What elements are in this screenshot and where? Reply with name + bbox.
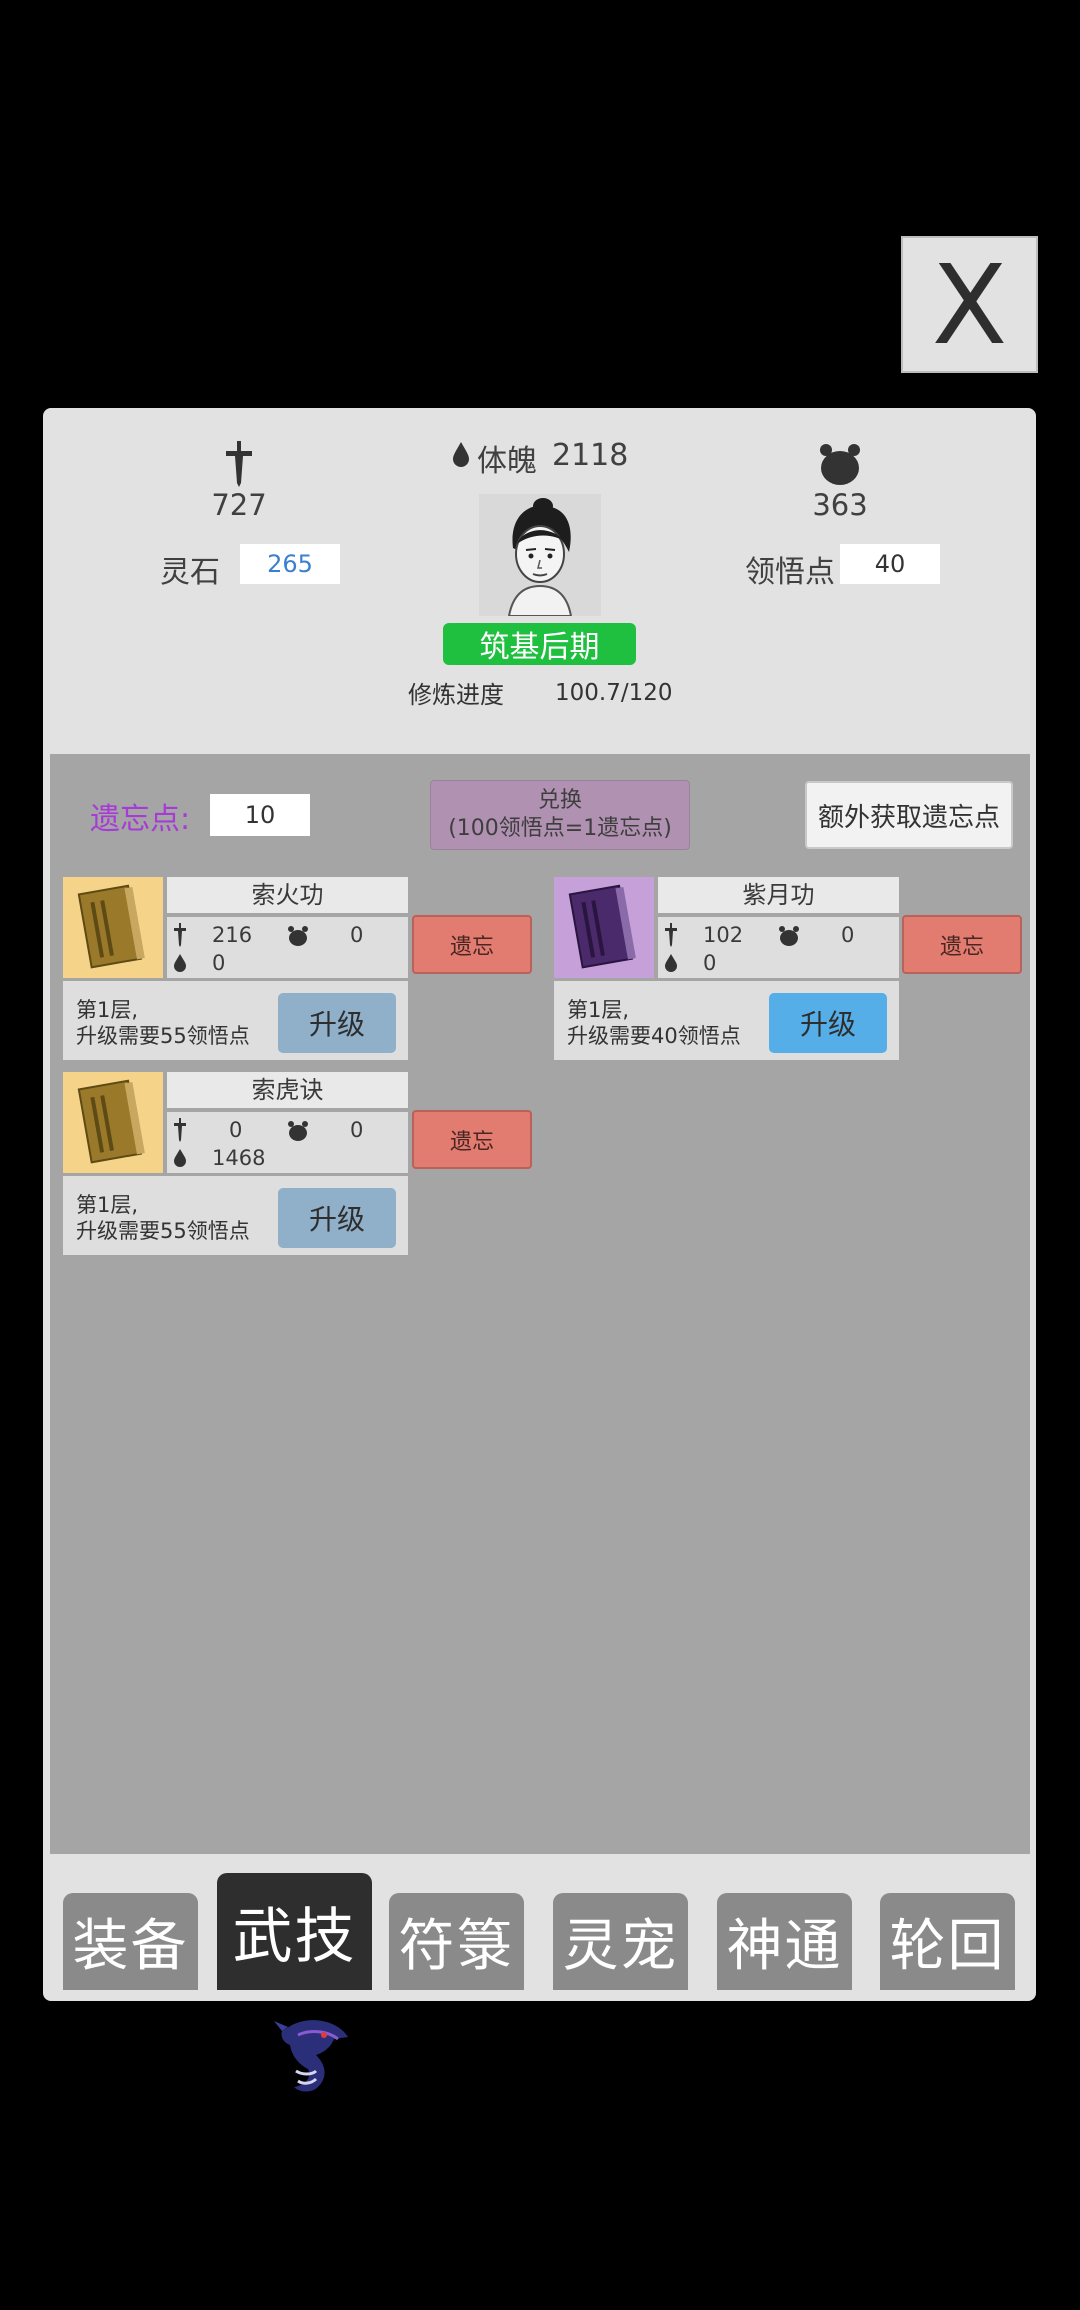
attack-value: 727	[211, 488, 267, 522]
insight-label: 领悟点	[745, 555, 835, 590]
upgrade-button[interactable]: 升级	[769, 993, 887, 1053]
skill-defense: 0	[841, 923, 855, 947]
skill-attack: 0	[229, 1118, 243, 1142]
close-button[interactable]: X	[901, 236, 1038, 373]
forget-points-value: 10	[210, 794, 310, 836]
skill-layer: 第1层,	[76, 1193, 139, 1217]
skill-name: 索虎诀	[167, 1072, 408, 1108]
forget-button[interactable]: 遗忘	[902, 915, 1022, 974]
skill-stats: 216 0 0	[167, 917, 408, 978]
skill-upgrade-row: 第1层, 升级需要40领悟点 升级	[554, 981, 899, 1060]
forget-points-label: 遗忘点:	[90, 802, 191, 837]
close-label: X	[931, 240, 1008, 369]
sword-icon	[174, 923, 186, 947]
skill-body: 0	[703, 951, 717, 975]
skill-body: 0	[212, 951, 226, 975]
forget-label: 遗忘	[449, 1129, 494, 1155]
insight-value: 40	[840, 544, 940, 584]
tab-equipment[interactable]: 装备	[63, 1893, 198, 1990]
tab-label: 灵宠	[562, 1914, 679, 1979]
skill-defense: 0	[350, 1118, 364, 1142]
turtle-shell-icon	[288, 926, 308, 946]
skill-stats: 0 0 1468	[167, 1112, 408, 1173]
defense-value: 363	[812, 488, 868, 522]
skill-name: 紫月功	[658, 877, 899, 913]
tab-divine-powers[interactable]: 神通	[717, 1893, 852, 1990]
extra-forget-points-label: 额外获取遗忘点	[817, 802, 1000, 833]
skill-attack: 102	[703, 923, 744, 947]
body-label: 体魄	[477, 444, 537, 479]
skill-defense: 0	[350, 923, 364, 947]
body-value: 2118	[552, 438, 629, 473]
skill-upgrade-cost: 升级需要55领悟点	[76, 1219, 250, 1243]
realm-badge: 筑基后期	[443, 623, 636, 665]
tab-label: 装备	[72, 1914, 189, 1979]
tab-label: 符箓	[398, 1914, 515, 1979]
forget-button[interactable]: 遗忘	[412, 1110, 532, 1169]
cultivation-label: 修炼进度	[408, 681, 504, 709]
skill-layer: 第1层,	[567, 998, 630, 1022]
tab-label: 武技	[232, 1902, 357, 1972]
skill-card: 索火功 216 0 0 第1层, 升级需要55领悟点 升级	[63, 877, 408, 1060]
book-icon	[63, 1072, 163, 1173]
upgrade-label: 升级	[308, 1203, 365, 1236]
skill-layer-info: 第1层, 升级需要55领悟点	[76, 997, 250, 1049]
turtle-shell-icon	[288, 1121, 308, 1141]
exchange-title: 兑换	[537, 788, 582, 813]
extra-forget-points-button[interactable]: 额外获取遗忘点	[805, 781, 1013, 849]
tab-talismans[interactable]: 符箓	[389, 1893, 524, 1990]
skill-layer: 第1层,	[76, 998, 139, 1022]
forget-button[interactable]: 遗忘	[412, 915, 532, 974]
cultivation-value: 100.7/120	[555, 680, 673, 706]
upgrade-label: 升级	[308, 1008, 365, 1041]
skill-stats: 102 0 0	[658, 917, 899, 978]
skill-layer-info: 第1层, 升级需要55领悟点	[76, 1192, 250, 1244]
skill-layer-info: 第1层, 升级需要40领悟点	[567, 997, 741, 1049]
sword-icon	[226, 441, 252, 487]
skill-card: 索虎诀 0 0 1468 第1层, 升级需要55领悟点 升级	[63, 1072, 408, 1255]
turtle-shell-icon	[779, 926, 799, 946]
spirit-stone-label: 灵石	[160, 555, 220, 590]
skill-name: 索火功	[167, 877, 408, 913]
drop-icon	[174, 1149, 186, 1167]
forget-label: 遗忘	[449, 934, 494, 960]
realm-label: 筑基后期	[479, 630, 600, 665]
drop-icon	[665, 954, 677, 972]
avatar	[479, 494, 601, 616]
drop-icon	[174, 954, 186, 972]
skill-attack: 216	[212, 923, 253, 947]
skill-upgrade-cost: 升级需要55领悟点	[76, 1024, 250, 1048]
upgrade-button[interactable]: 升级	[278, 1188, 396, 1248]
upgrade-button[interactable]: 升级	[278, 993, 396, 1053]
skill-card: 紫月功 102 0 0 第1层, 升级需要40领悟点 升级	[554, 877, 899, 1060]
forget-label: 遗忘	[939, 934, 984, 960]
turtle-shell-icon	[820, 444, 860, 485]
upgrade-label: 升级	[799, 1008, 856, 1041]
skill-upgrade-row: 第1层, 升级需要55领悟点 升级	[63, 981, 408, 1060]
exchange-rate: (100领悟点=1遗忘点)	[448, 816, 672, 841]
book-icon	[63, 877, 163, 978]
tab-martial-skills[interactable]: 武技	[217, 1873, 372, 1990]
spirit-pet-sprite	[274, 2020, 348, 2092]
skill-upgrade-cost: 升级需要40领悟点	[567, 1024, 741, 1048]
skill-upgrade-row: 第1层, 升级需要55领悟点 升级	[63, 1176, 408, 1255]
book-icon	[554, 877, 654, 978]
tab-reincarnation[interactable]: 轮回	[880, 1893, 1015, 1990]
exchange-button[interactable]: 兑换 (100领悟点=1遗忘点)	[430, 780, 690, 850]
tab-spirit-pets[interactable]: 灵宠	[553, 1893, 688, 1990]
drop-icon	[453, 442, 469, 467]
spirit-stone-value: 265	[240, 544, 340, 584]
tab-label: 轮回	[889, 1914, 1006, 1979]
tab-label: 神通	[726, 1914, 843, 1979]
skill-body: 1468	[212, 1146, 266, 1170]
sword-icon	[665, 923, 677, 947]
sword-icon	[174, 1118, 186, 1142]
